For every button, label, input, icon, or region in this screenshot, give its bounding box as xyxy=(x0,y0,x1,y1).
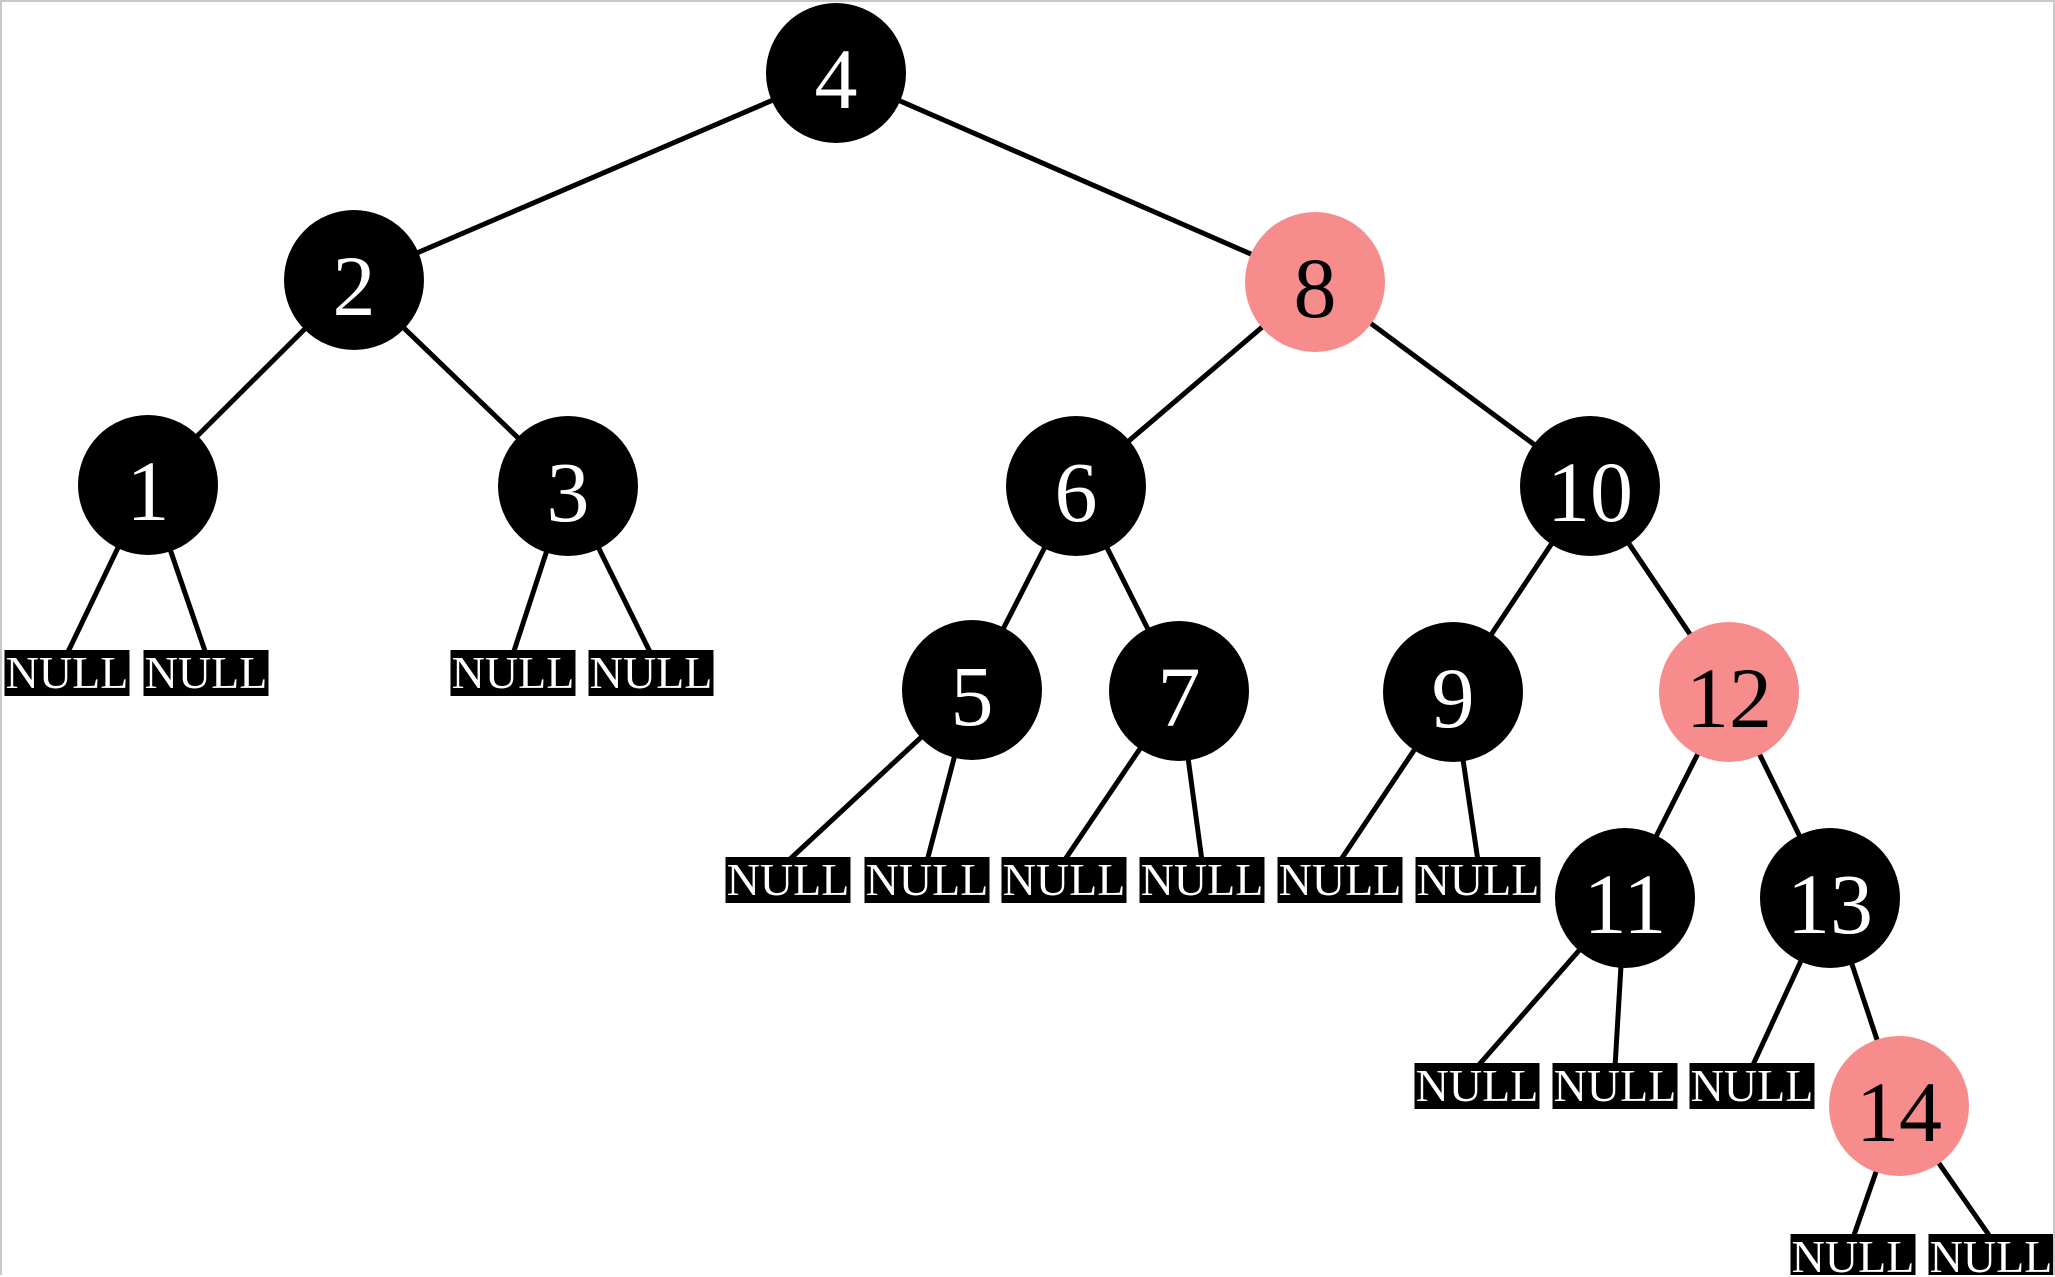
null-box xyxy=(725,857,851,903)
null-box xyxy=(1277,857,1403,903)
null-box-label: NULL xyxy=(590,647,713,698)
tree-node-4-black xyxy=(766,3,906,143)
null-box-label: NULL xyxy=(1416,1060,1539,1111)
null-box-label: NULL xyxy=(1141,854,1264,905)
tree-node-label-14: 14 xyxy=(1856,1064,1942,1160)
tree-node-label-6: 6 xyxy=(1055,444,1098,540)
null-box xyxy=(588,650,714,696)
tree-node-label-10: 10 xyxy=(1547,444,1633,540)
null-box xyxy=(4,650,130,696)
null-box xyxy=(1790,1234,1916,1275)
null-box-label: NULL xyxy=(1003,854,1126,905)
tree-node-label-12: 12 xyxy=(1686,650,1772,746)
null-box-label: NULL xyxy=(1691,1060,1814,1111)
tree-node-label-5: 5 xyxy=(951,648,994,744)
null-box xyxy=(143,650,269,696)
tree-node-label-4: 4 xyxy=(815,31,858,127)
null-box-label: NULL xyxy=(727,854,850,905)
tree-node-label-7: 7 xyxy=(1158,649,1201,745)
tree-node-8-red xyxy=(1245,212,1385,352)
tree-node-3-black xyxy=(498,416,638,556)
tree-node-label-3: 3 xyxy=(547,444,590,540)
null-box xyxy=(864,857,990,903)
tree-node-label-8: 8 xyxy=(1294,240,1337,336)
null-box-label: NULL xyxy=(6,647,129,698)
null-box-label: NULL xyxy=(1554,1060,1677,1111)
null-box xyxy=(1139,857,1265,903)
tree-node-7-black xyxy=(1109,621,1249,761)
tree-node-2-black xyxy=(284,210,424,350)
null-box-label: NULL xyxy=(452,647,575,698)
tree-node-14-red xyxy=(1829,1036,1969,1176)
null-box xyxy=(1414,1063,1540,1109)
tree-node-label-2: 2 xyxy=(333,238,376,334)
tree-node-6-black xyxy=(1006,416,1146,556)
tree-node-label-13: 13 xyxy=(1787,856,1873,952)
edge-4-2 xyxy=(353,70,837,283)
null-box xyxy=(1928,1234,2053,1275)
tree-node-label-9: 9 xyxy=(1432,650,1475,746)
tree-node-10-black xyxy=(1520,416,1660,556)
tree-node-9-black xyxy=(1383,622,1523,762)
null-box xyxy=(450,650,576,696)
null-box xyxy=(1689,1063,1815,1109)
null-box-label: NULL xyxy=(1930,1231,2053,1275)
tree-node-1-black xyxy=(78,415,218,555)
null-box xyxy=(1415,857,1541,903)
edge-4-8 xyxy=(835,70,1316,285)
null-box-label: NULL xyxy=(145,647,268,698)
tree-node-label-11: 11 xyxy=(1584,856,1667,952)
null-box-label: NULL xyxy=(1417,854,1540,905)
null-box xyxy=(1552,1063,1678,1109)
null-box xyxy=(1001,857,1127,903)
tree-node-label-1: 1 xyxy=(127,443,170,539)
tree-node-5-black xyxy=(902,620,1042,760)
null-box-label: NULL xyxy=(866,854,989,905)
null-box-label: NULL xyxy=(1792,1231,1915,1275)
tree-node-11-black xyxy=(1555,828,1695,968)
tree-node-12-red xyxy=(1659,622,1799,762)
null-box-label: NULL xyxy=(1279,854,1402,905)
tree-node-13-black xyxy=(1760,828,1900,968)
